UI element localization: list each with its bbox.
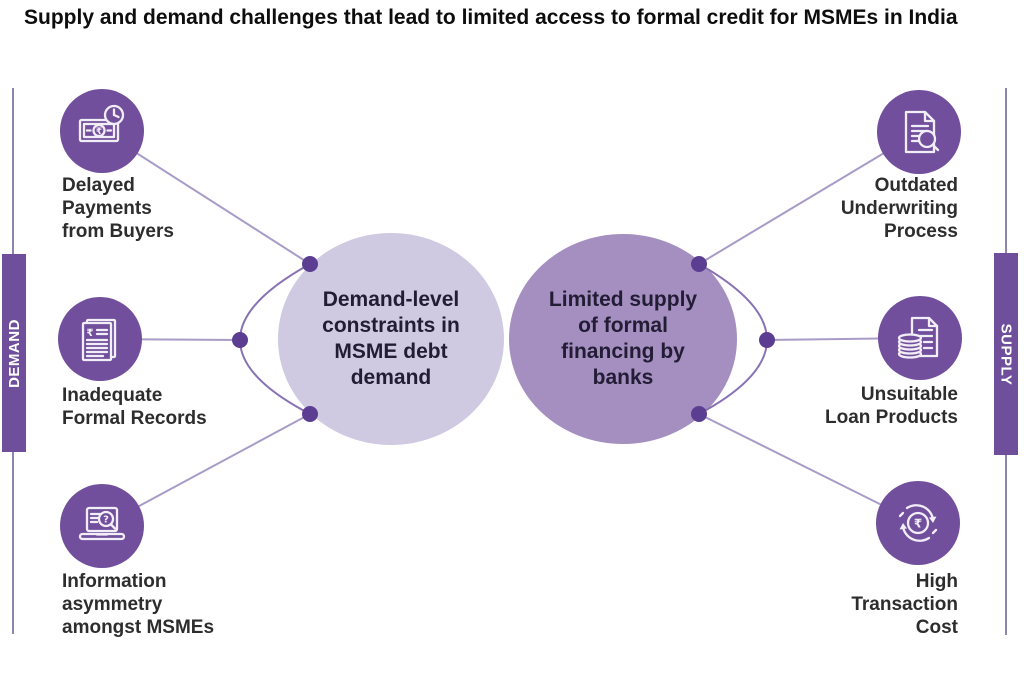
demand-circle-text: Demand-level constraints in MSME debt de… [322,288,460,389]
outdated-underwriting-label: Outdated Underwriting Process [840,175,958,242]
money-clock-icon: ₹ [78,104,125,143]
delayed-payments-node: ₹ [60,89,144,173]
information-asymmetry-node: ? [60,484,144,568]
outdated-underwriting-node [877,90,961,174]
svg-text:₹: ₹ [87,328,94,339]
page-title: Supply and demand challenges that lead t… [24,6,958,29]
supply-side-bar-label: SUPPLY [997,323,1015,385]
demand-side-bar: DEMAND [2,254,26,452]
high-transaction-cost-label: High Transaction Cost [851,571,958,638]
high-transaction-cost-node: ₹ [876,481,960,565]
junction-dots [232,256,775,422]
cycle-rupee-icon: ₹ [898,504,938,542]
formal-records-node: ₹ [58,297,142,381]
document-search-icon [904,110,940,154]
delayed-payments-label: Delayed Payments from Buyers [62,175,174,242]
coins-document-icon [897,316,939,359]
document-rupee-icon: ₹ [81,318,117,362]
svg-text:₹: ₹ [914,517,922,531]
supply-circle-text: Limited supply of formal financing by ba… [548,288,698,389]
svg-text:?: ? [103,515,109,526]
supply-side-bar: SUPPLY [994,253,1018,455]
svg-text:₹: ₹ [96,127,102,137]
information-asymmetry-label: Information asymmetry amongst MSMEs [62,571,215,638]
formal-records-label: Inadequate Formal Records [62,385,207,429]
laptop-search-icon: ? [78,506,126,541]
demand-side-bar-label: DEMAND [5,318,23,388]
unsuitable-loans-node [878,296,962,380]
unsuitable-loans-label: Unsuitable Loan Products [824,384,958,428]
